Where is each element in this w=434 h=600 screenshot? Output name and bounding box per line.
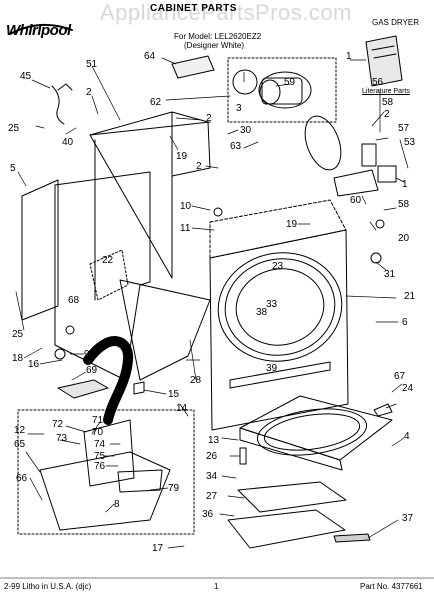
right-side-small-parts [54,143,397,465]
callout-58-upper: 58 [382,97,394,108]
callout-71: 71 [92,415,104,426]
callout-36: 36 [202,509,214,520]
section-title: CABINET PARTS [150,3,237,14]
callout-11: 11 [180,223,191,234]
callout-63: 63 [230,141,242,152]
callout-22: 22 [102,255,114,266]
callout-64: 64 [144,51,156,62]
power-cord-drawing [51,83,73,125]
callout-23: 23 [272,261,284,272]
motor-clip-ring [232,69,258,95]
callout-15: 15 [168,389,180,400]
callout-56: 56 [372,77,384,88]
console-outline [209,199,347,259]
callout-16: 16 [28,359,40,370]
callout-6: 6 [402,317,408,328]
vent-flap-drawing [171,55,215,79]
callout-67: 67 [394,371,406,382]
callout-31: 31 [384,269,396,280]
model-variant: (Designer White) [184,41,245,50]
literature-booklet-drawing [365,35,403,87]
callout-8: 8 [114,499,120,510]
literature-parts-label: Literature Parts [362,88,410,95]
callout-27: 27 [206,491,218,502]
burner-block-69 [57,379,109,399]
model-line: For Model: LEL2620EZ2 [174,32,262,41]
callout-19-lower: 19 [286,219,298,230]
callout-26: 26 [206,451,218,462]
callout-17: 17 [152,543,164,554]
callout-2-right: 2 [384,109,390,120]
callout-24: 24 [402,383,414,394]
callout-74: 74 [94,439,106,450]
callout-34: 34 [206,471,218,482]
door-drawing [239,395,393,471]
callout-59: 59 [284,77,296,88]
front-panel-drawing [209,229,349,431]
gas-valve-assembly-drawing [39,419,171,531]
door-lower-panel [227,509,346,549]
callout-18: 18 [12,353,24,364]
gas-inlet-tube [83,336,134,425]
callout-73: 73 [56,433,68,444]
callout-65: 65 [14,439,26,450]
door-handle-37 [333,533,371,543]
callout-1-right: 1 [402,179,408,190]
callout-75: 75 [94,451,106,462]
callout-2-upper: 2 [86,87,92,98]
callout-76: 76 [94,461,106,472]
appliance-type: GAS DRYER [372,18,419,27]
left-wall-parts-cluster [89,249,129,301]
callout-19-upper: 19 [176,151,188,162]
watermark: AppliancePartsPros.com [100,0,352,25]
leader-lines [15,57,409,549]
callout-20: 20 [398,233,410,244]
callout-58-lower: 58 [398,199,410,210]
callout-45: 45 [20,71,32,82]
callout-33: 33 [266,299,278,310]
callout-2-top: 2 [206,113,212,124]
callout-25-lower: 25 [12,329,24,340]
footer-page-number: 1 [214,582,219,591]
callout-13: 13 [208,435,220,446]
belt-drawing [304,115,342,171]
callout-25-upper: 25 [8,123,20,134]
callout-70: 70 [92,427,104,438]
callout-14: 14 [176,403,188,414]
callout-62: 62 [150,97,162,108]
callout-38: 38 [256,307,268,318]
motor-assembly-drawing [227,57,337,123]
callout-21: 21 [404,291,416,302]
callout-40: 40 [62,137,74,148]
gas-valve-inset-box [17,409,195,535]
callout-66: 66 [16,473,28,484]
footer-part-number: Part No. 4377661 [360,582,423,591]
callout-69: 69 [86,365,98,376]
callout-28: 28 [190,375,202,386]
callout-30: 30 [240,125,252,136]
callout-12: 12 [14,425,26,436]
callout-5: 5 [10,163,16,174]
callout-72: 72 [52,419,64,430]
callout-53: 53 [404,137,416,148]
callout-68: 68 [68,295,80,306]
callout-39: 39 [266,363,278,374]
callout-37: 37 [402,513,414,524]
callout-60: 60 [350,195,362,206]
callout-2-mid: 2 [196,161,202,172]
callout-57: 57 [398,123,410,134]
callout-1: 1 [346,51,352,62]
brand-logo: Whirlpool [6,22,71,39]
logo-swoosh [9,23,73,35]
callout-9: 9 [84,349,90,360]
callout-51: 51 [86,59,98,70]
callout-3: 3 [236,103,242,114]
callout-10: 10 [180,201,192,212]
callout-4: 4 [404,431,410,442]
door-bottom-panel [237,481,347,513]
footer-litho-note: 2-99 Litho in U.S.A. (djc) [4,582,92,591]
callout-79: 79 [168,483,180,494]
